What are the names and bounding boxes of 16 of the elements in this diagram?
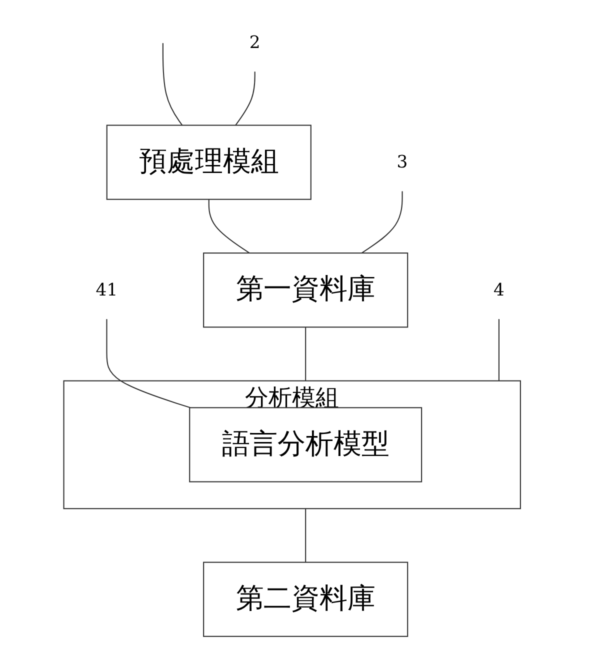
node-box: 語言分析模型 bbox=[188, 407, 422, 482]
node-text: 41 bbox=[96, 279, 118, 300]
node-box: 預處理模組 bbox=[106, 124, 312, 200]
connector bbox=[361, 191, 403, 254]
node-text: 3 bbox=[396, 152, 408, 172]
node-box: 第一資料庫 bbox=[202, 252, 408, 328]
node-box: 第二資料庫 bbox=[202, 562, 408, 637]
connector bbox=[208, 199, 250, 254]
connector bbox=[304, 508, 306, 562]
connector bbox=[234, 72, 256, 126]
connector bbox=[304, 327, 306, 381]
connector bbox=[162, 43, 183, 126]
node-text: 2 bbox=[249, 32, 260, 52]
node-text: 4 bbox=[493, 279, 504, 300]
connector bbox=[106, 319, 190, 408]
connector bbox=[498, 319, 500, 381]
